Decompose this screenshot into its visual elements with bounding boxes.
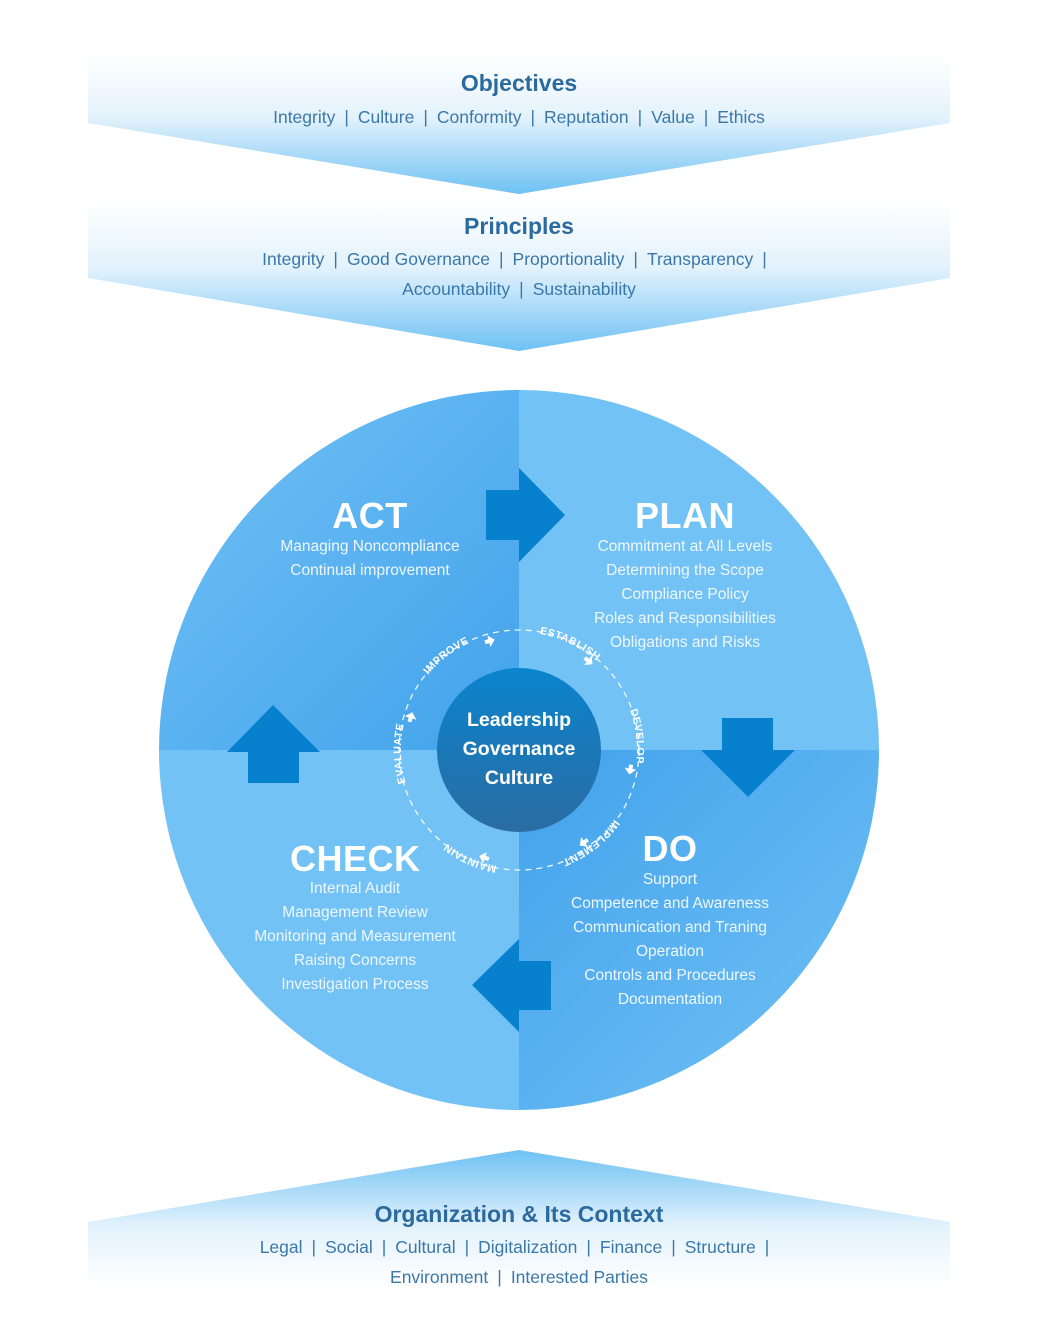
- context-band: Organization & Its Context Legal|Social|…: [88, 1148, 950, 1288]
- do-item: Competence and Awareness: [571, 895, 769, 912]
- plan-item: Roles and Responsibilities: [594, 610, 776, 627]
- context-chevron-shape: [88, 1150, 950, 1288]
- principles-line-1: Integrity|Good Governance|Proportionalit…: [262, 249, 767, 269]
- principle-item: Good Governance: [346, 249, 490, 269]
- objectives-items: Integrity|Culture|Conformity|Reputation|…: [273, 107, 765, 127]
- context-title: Organization & Its Context: [374, 1201, 664, 1227]
- center-line: Governance: [462, 738, 576, 760]
- principles-chevron-shape: [88, 200, 950, 351]
- principle-item: Accountability: [402, 279, 511, 299]
- context-item: Legal: [259, 1237, 303, 1257]
- arrow-down-icon: [701, 718, 795, 797]
- principle-item: Proportionality: [512, 249, 625, 269]
- objectives-title: Objectives: [460, 70, 578, 96]
- principles-line-2: Accountability|Sustainability: [402, 279, 636, 299]
- center-line: Leadership: [466, 709, 572, 731]
- context-item: Digitalization: [478, 1237, 578, 1257]
- objective-item: Conformity: [436, 107, 522, 127]
- context-item: Environment: [390, 1267, 489, 1287]
- context-line-1: Legal|Social|Cultural|Digitalization|Fin…: [259, 1237, 770, 1257]
- objectives-chevron-shape: [88, 55, 950, 194]
- principle-item: Transparency: [646, 249, 754, 269]
- principle-item: Integrity: [262, 249, 325, 269]
- context-items: Legal|Social|Cultural|Digitalization|Fin…: [88, 1232, 950, 1292]
- check-item: Monitoring and Measurement: [254, 928, 456, 945]
- plan-item: Compliance Policy: [621, 586, 749, 603]
- act-title: ACT: [332, 495, 408, 536]
- check-item: Internal Audit: [309, 880, 401, 897]
- context-item: Social: [325, 1237, 373, 1257]
- act-item: Managing Noncompliance: [280, 538, 460, 555]
- principles-title: Principles: [464, 213, 574, 239]
- do-item: Controls and Procedures: [584, 967, 756, 984]
- do-items: Support Competence and Awareness Communi…: [555, 868, 785, 1012]
- arrow-right-icon: [486, 468, 565, 562]
- check-items: Internal Audit Management Review Monitor…: [235, 877, 475, 997]
- do-item: Documentation: [617, 991, 723, 1008]
- context-item: Cultural: [395, 1237, 456, 1257]
- do-item: Support: [642, 871, 698, 888]
- check-item: Raising Concerns: [293, 952, 417, 969]
- objective-item: Integrity: [273, 107, 336, 127]
- principles-items: Integrity|Good Governance|Proportionalit…: [88, 244, 950, 304]
- center-line: Culture: [484, 767, 554, 789]
- arrow-up-icon: [227, 705, 320, 783]
- plan-item: Determining the Scope: [606, 562, 764, 579]
- process-ring: [398, 629, 640, 871]
- principles-band: Principles Integrity|Good Governance|Pro…: [88, 200, 950, 352]
- do-item: Communication and Traning: [573, 919, 767, 936]
- plan-title: PLAN: [635, 495, 735, 536]
- context-item: Interested Parties: [510, 1267, 648, 1287]
- objective-item: Ethics: [717, 107, 765, 127]
- objective-item: Reputation: [544, 107, 629, 127]
- plan-items: Commitment at All Levels Determining the…: [575, 535, 795, 655]
- check-item: Investigation Process: [281, 976, 429, 993]
- arrow-left-icon: [472, 939, 551, 1032]
- check-item: Management Review: [282, 904, 428, 921]
- plan-item: Obligations and Risks: [610, 634, 760, 651]
- objectives-band: Objectives Integrity|Culture|Conformity|…: [88, 55, 950, 195]
- principle-item: Sustainability: [532, 279, 636, 299]
- do-title: DO: [642, 828, 698, 869]
- objective-item: Culture: [357, 107, 415, 127]
- plan-item: Commitment at All Levels: [597, 538, 773, 555]
- context-item: Finance: [599, 1237, 663, 1257]
- objective-item: Value: [651, 107, 695, 127]
- act-item: Continual improvement: [290, 562, 450, 579]
- context-item: Structure: [684, 1237, 756, 1257]
- center-circle: [437, 668, 601, 832]
- center-label: Leadership Governance Culture: [447, 706, 591, 793]
- context-line-2: Environment|Interested Parties: [390, 1267, 648, 1287]
- do-item: Operation: [635, 943, 705, 960]
- act-items: Managing Noncompliance Continual improve…: [260, 535, 480, 583]
- check-title: CHECK: [290, 838, 421, 879]
